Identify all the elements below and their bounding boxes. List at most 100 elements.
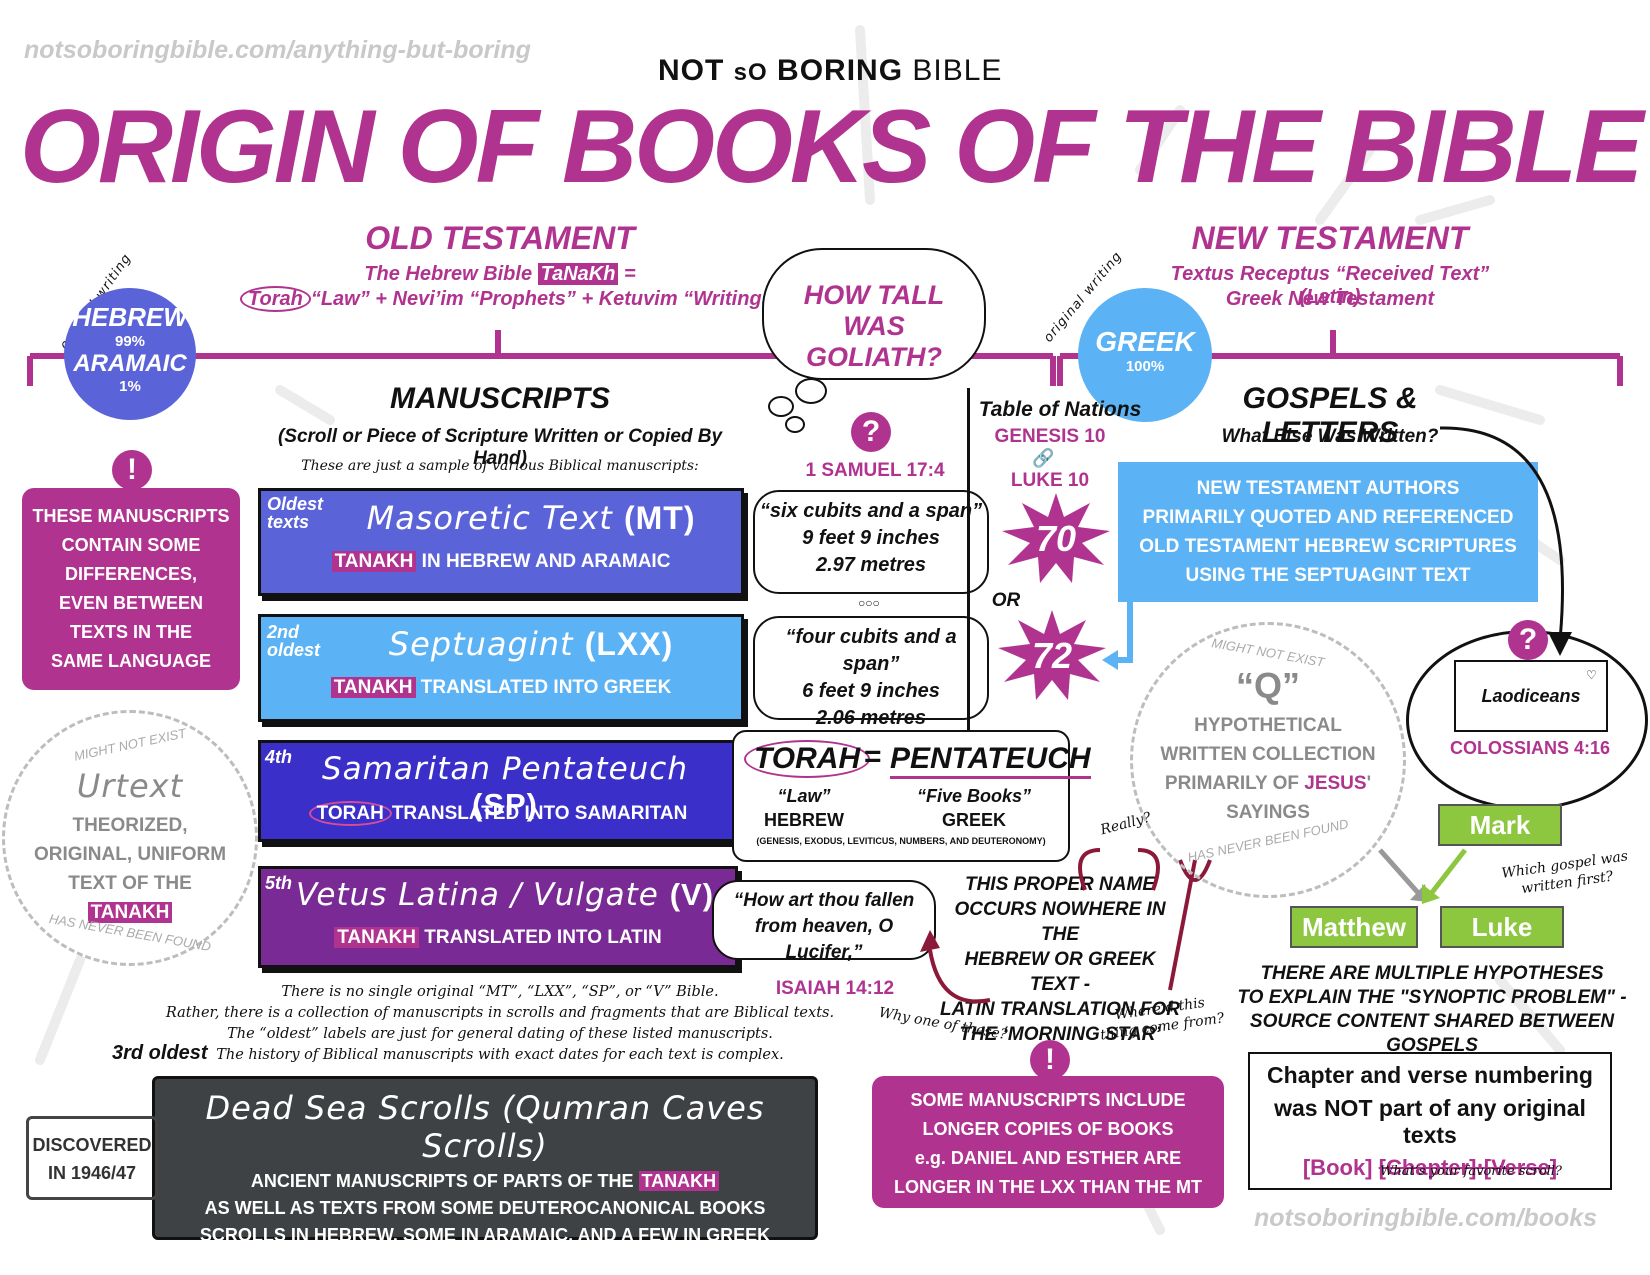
- nations-count-72: 72: [1032, 635, 1072, 676]
- synoptic-arrows: [1378, 848, 1467, 904]
- goliath-question-mark: ?: [851, 412, 891, 452]
- manuscripts-heading: MANUSCRIPTS: [389, 382, 610, 415]
- nations-title: Table of Nations: [978, 398, 1142, 421]
- matthew-box: Matthew: [1290, 906, 1418, 948]
- v-title: Vetus Latina / Vulgate (V): [295, 877, 715, 913]
- manuscripts-footnote: There is no single original “MT”, “LXX”,…: [165, 984, 835, 1063]
- laodiceans-title: Laodiceans: [1481, 686, 1581, 706]
- starburst-70: 70: [1002, 493, 1110, 583]
- starburst-72: 72: [998, 610, 1106, 700]
- urtext-title: Urtext: [76, 767, 184, 805]
- masoretic-text-banner: Oldest texts Masoretic Text (MT) TANAKH …: [258, 488, 744, 596]
- aramaic-percent: 1%: [119, 378, 141, 395]
- torah-word: TORAH: [744, 740, 871, 778]
- mt-title: Masoretic Text (MT): [366, 499, 696, 537]
- top-url-link[interactable]: notsoboringbible.com/anything-but-boring: [24, 36, 531, 64]
- q-title: “Q”: [1235, 665, 1300, 706]
- brand-boring: BORING: [777, 54, 904, 87]
- mark-box: Mark: [1438, 804, 1562, 846]
- laodiceans-reference: COLOSSIANS 4:16: [1449, 738, 1611, 758]
- hebrew-label: HEBREW: [72, 302, 188, 332]
- brand-bible: BIBLE: [912, 54, 1003, 87]
- chapter-verse-struck: [Chapter]:[Verse]: [1378, 1155, 1558, 1180]
- manuscripts-subheading: (Scroll or Piece of Scripture Written or…: [277, 426, 723, 469]
- luke-box: Luke: [1440, 906, 1564, 948]
- lxx-title: Septuagint (LXX): [388, 625, 674, 663]
- laodiceans-question-mark: ?: [1508, 620, 1548, 660]
- gospels-subheading: What Else Was Written?: [1221, 426, 1439, 447]
- thought-dot-1: [795, 378, 827, 404]
- old-testament-heading: OLD TESTAMENT: [365, 220, 635, 256]
- urtext-circle: MIGHT NOT EXIST Urtext THEORIZED,ORIGINA…: [2, 710, 258, 966]
- v-rank: 5th: [265, 873, 292, 893]
- hebrew-aramaic-circle: HEBREW 99% ARAMAIC 1%: [64, 288, 196, 420]
- nations-ref-luke: LUKE 10: [1010, 470, 1090, 491]
- dead-sea-tag: TANAKH: [638, 1171, 720, 1191]
- new-testament-line2: Greek New Testament: [1225, 288, 1435, 310]
- page-title: ORIGIN OF BOOKS OF THE BIBLE: [20, 89, 1643, 205]
- goliath-question: HOW TALL WAS GOLIATH?: [803, 280, 945, 372]
- chapter-verse-line2: was NOT part of any original texts: [1274, 1095, 1586, 1148]
- gospels-heading: GOSPELS & LETTERS: [1242, 382, 1418, 449]
- new-testament-heading: NEW TESTAMENT: [1191, 220, 1469, 256]
- pentateuch-five-books: “Five Books”: [916, 786, 1032, 806]
- dead-sea-scrolls-banner: Dead Sea Scrolls (Qumran Caves Scrolls) …: [152, 1076, 818, 1245]
- thought-dot-3: [785, 416, 805, 433]
- lxx-rank: 2nd oldest: [267, 622, 321, 660]
- chapter-verse-box: Chapter and verse numbering was NOT part…: [1248, 1052, 1612, 1190]
- sp-title: Samaritan Pentateuch (SP): [321, 751, 688, 822]
- lxx-description: TANAKH TRANSLATED INTO GREEK: [261, 677, 741, 699]
- pentateuch-books-list: (GENESIS, EXODUS, LEVITICUS, NUMBERS, AN…: [756, 836, 1046, 846]
- hebrew-percent: 99%: [114, 333, 146, 350]
- septuagint-banner: 2nd oldest Septuagint (LXX) TANAKH TRANS…: [258, 614, 744, 722]
- torah-law: “Law”: [777, 786, 831, 806]
- laodiceans-letter-icon: Laodiceans ♡: [1454, 660, 1608, 732]
- dead-sea-line2: AS WELL AS TEXTS FROM SOME DEUTEROCANONI…: [204, 1198, 766, 1218]
- old-testament-line1: The Hebrew Bible TaNaKh =: [364, 263, 636, 285]
- q-jesus: JESUS: [1304, 773, 1367, 794]
- differences-alert-icon: !: [112, 450, 152, 490]
- sp-tag: TORAH: [308, 801, 392, 826]
- v-tag: TANAKH: [334, 927, 420, 948]
- nations-divider: [967, 388, 970, 768]
- vulgate-banner: 5th Vetus Latina / Vulgate (V) TANAKH TR…: [258, 866, 738, 968]
- greek-label: GREEK: [1095, 326, 1195, 357]
- manuscripts-note: These are just a sample of various Bibli…: [301, 458, 699, 474]
- tanakh-tag: TaNaKh: [537, 263, 619, 285]
- books-url-link[interactable]: notsoboringbible.com/books: [1254, 1204, 1598, 1232]
- longer-alert-icon: !: [1030, 1040, 1070, 1080]
- heart-stamp-icon: ♡: [1586, 668, 1597, 682]
- nations-ref-genesis: GENESIS 10: [994, 426, 1106, 447]
- aramaic-label: ARAMAIC: [73, 350, 187, 377]
- new-testament-line1: Textus Receptus “Received Text” (Latin): [1170, 263, 1490, 308]
- nations-count-70: 70: [1036, 518, 1076, 559]
- goliath-cloud: HOW TALL WAS GOLIATH?: [762, 248, 986, 380]
- brand-not: NOT: [658, 54, 725, 87]
- mt-description: TANAKH IN HEBREW AND ARAMAIC: [261, 551, 741, 573]
- torah-pentateuch-box: TORAH = PENTATEUCH “Law” HEBREW “Five Bo…: [732, 730, 1091, 862]
- old-testament-line2: Torah“Law” + Nevi’im “Prophets” + Ketuvi…: [240, 286, 783, 312]
- dead-sea-rank: 3rd oldest: [112, 1042, 208, 1064]
- v-description: TANAKH TRANSLATED INTO LATIN: [261, 927, 735, 949]
- brand-logo: NOT sO BORING BIBLE: [658, 54, 1002, 88]
- ellipsis-divider: ○○○: [858, 596, 880, 610]
- brand-so: sO: [733, 59, 768, 86]
- lucifer-reference: ISAIAH 14:12: [775, 978, 895, 999]
- favorite-scroll-note: What’s your favorite scroll?: [1380, 1164, 1562, 1179]
- book-bracket: [Book]: [1302, 1155, 1373, 1180]
- greek-circle: GREEK 100%: [1078, 288, 1212, 422]
- pentateuch-word: PENTATEUCH: [890, 742, 1091, 779]
